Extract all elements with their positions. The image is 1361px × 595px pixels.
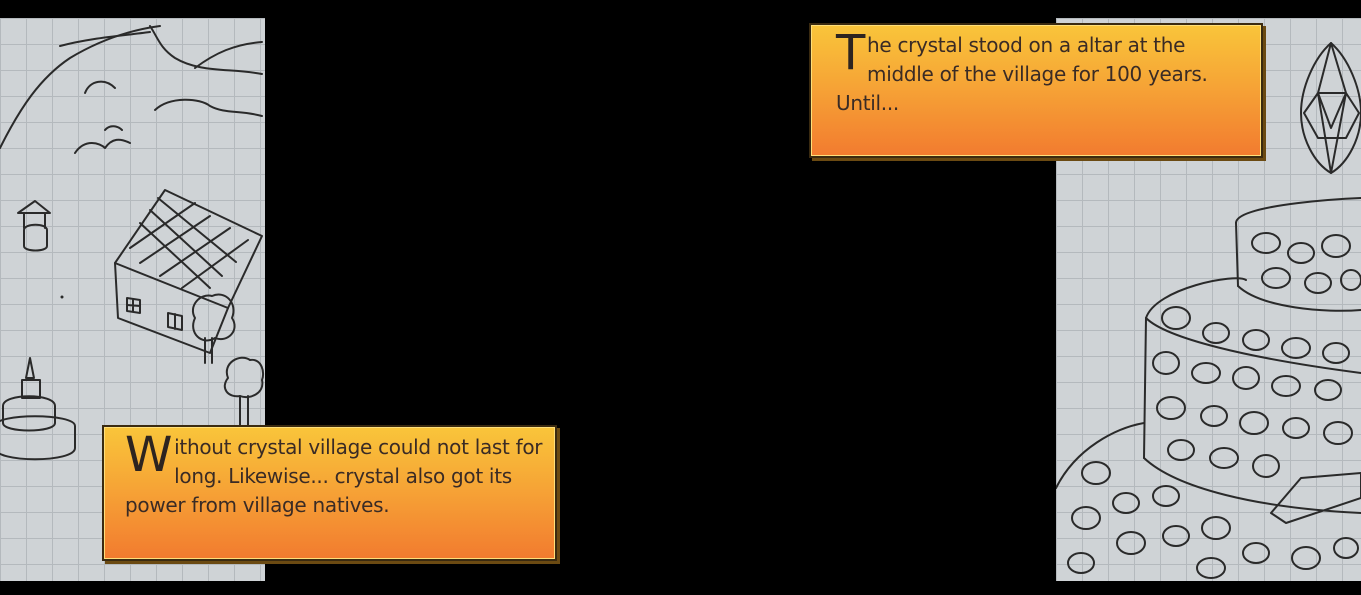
crystal-altar-illustration	[1056, 42, 1361, 579]
caption-drop-cap: T	[836, 25, 866, 81]
caption-drop-cap: W	[125, 427, 173, 483]
comic-panel-village	[0, 18, 265, 581]
village-sketch-illustration	[0, 25, 265, 461]
caption-text: he crystal stood on a altar at the middl…	[836, 33, 1208, 115]
caption-text: ithout crystal village could not last fo…	[125, 435, 543, 517]
